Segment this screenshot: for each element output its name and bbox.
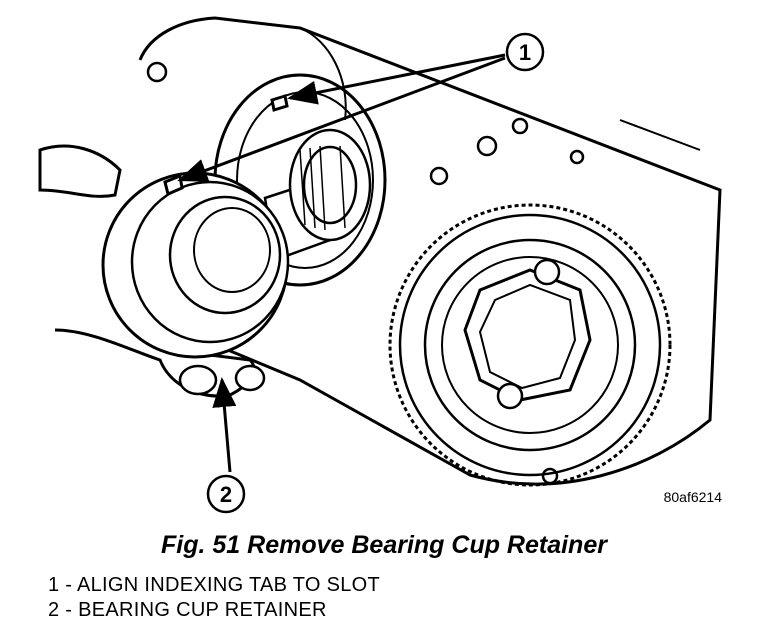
gear (388, 203, 672, 487)
callout-2-arrow (212, 377, 237, 473)
svg-text:1: 1 (519, 40, 531, 65)
figure-code: 80af6214 (664, 489, 723, 505)
technical-illustration: 1 2 80af6214 (38, 16, 723, 514)
callout-2: 2 (206, 474, 246, 514)
callout-1: 1 (505, 32, 545, 72)
callout-1-arrows (177, 53, 506, 182)
legend-item-2: 2 - BEARING CUP RETAINER (48, 599, 327, 621)
figure-caption: Fig. 51 Remove Bearing Cup Retainer (161, 531, 607, 559)
svg-text:2: 2 (220, 482, 232, 507)
legend-item-1: 1 - ALIGN INDEXING TAB TO SLOT (48, 574, 381, 596)
bearing-cup-retainer (101, 171, 290, 359)
